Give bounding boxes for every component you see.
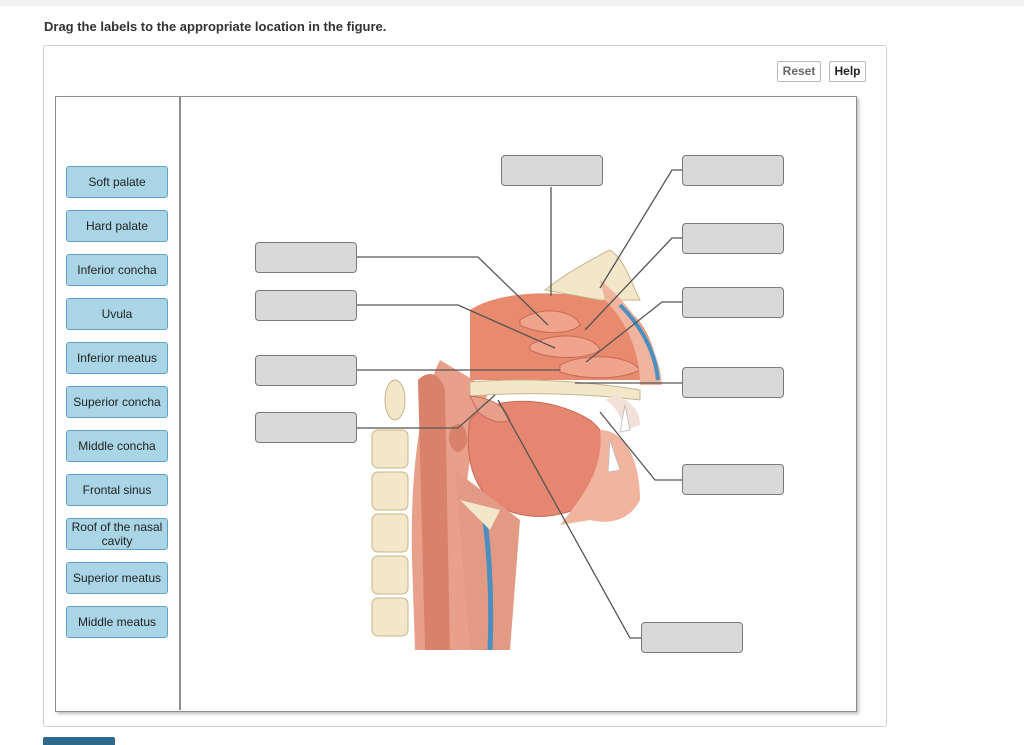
top-bar [0, 0, 1024, 6]
label-chip-inferior-concha[interactable]: Inferior concha [66, 254, 168, 286]
drop-target-right-2[interactable] [682, 223, 784, 254]
drop-target-top[interactable] [501, 155, 603, 186]
label-chip-superior-concha[interactable]: Superior concha [66, 386, 168, 418]
label-chip-superior-meatus[interactable]: Superior meatus [66, 562, 168, 594]
instruction-text: Drag the labels to the appropriate locat… [44, 19, 387, 34]
label-chip-frontal-sinus[interactable]: Frontal sinus [66, 474, 168, 506]
drop-target-left-4[interactable] [255, 412, 357, 443]
reset-button[interactable]: Reset [777, 61, 821, 82]
label-chip-roof-of-nasal-cavity[interactable]: Roof of the nasal cavity [66, 518, 168, 550]
drop-target-left-2[interactable] [255, 290, 357, 321]
label-chip-inferior-meatus[interactable]: Inferior meatus [66, 342, 168, 374]
drop-target-right-1[interactable] [682, 155, 784, 186]
label-tray [55, 96, 181, 710]
label-chip-middle-concha[interactable]: Middle concha [66, 430, 168, 462]
label-chip-uvula[interactable]: Uvula [66, 298, 168, 330]
drop-target-bottom[interactable] [641, 622, 743, 653]
drop-target-right-5[interactable] [682, 464, 784, 495]
label-chip-hard-palate[interactable]: Hard palate [66, 210, 168, 242]
drop-target-right-4[interactable] [682, 367, 784, 398]
drop-target-left-1[interactable] [255, 242, 357, 273]
submit-button[interactable] [43, 737, 115, 745]
label-chip-soft-palate[interactable]: Soft palate [66, 166, 168, 198]
label-chip-middle-meatus[interactable]: Middle meatus [66, 606, 168, 638]
help-button[interactable]: Help [829, 61, 866, 82]
drop-target-right-3[interactable] [682, 287, 784, 318]
drop-target-left-3[interactable] [255, 355, 357, 386]
